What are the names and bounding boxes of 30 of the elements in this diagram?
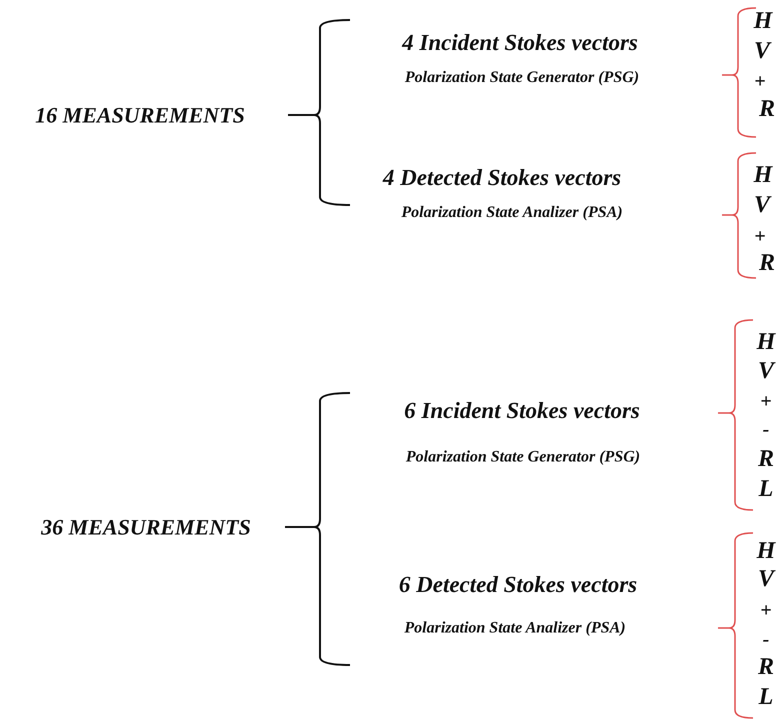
state-label: R xyxy=(759,96,775,124)
heading-text: 36 MEASUREMENTS xyxy=(41,514,251,540)
state-label: V xyxy=(754,192,770,220)
heading-text: 16 MEASUREMENTS xyxy=(35,102,245,128)
state-label: V xyxy=(758,358,774,386)
state-label: R xyxy=(758,654,774,682)
state-label: + xyxy=(760,600,772,622)
state-label: H xyxy=(756,329,776,357)
state-label: + xyxy=(760,390,772,414)
state-label: + xyxy=(754,226,766,248)
state-label: L xyxy=(758,476,774,504)
heading-text: 6 Incident Stokes vectors xyxy=(404,398,640,424)
state-label: R xyxy=(758,446,774,474)
state-label: V xyxy=(754,38,770,66)
heading-text: 6 Detected Stokes vectors xyxy=(398,572,638,598)
state-label: V xyxy=(758,566,774,594)
state-label: H xyxy=(756,538,776,566)
state-label: + xyxy=(754,70,766,94)
state-label: R xyxy=(759,250,775,278)
subheading-text: Polarization State Analizer (PSA) xyxy=(400,203,624,223)
state-label: - xyxy=(762,418,770,442)
subheading-text: Polarization State Analizer (PSA) xyxy=(403,618,627,638)
state-label: H xyxy=(754,162,772,190)
heading-text: 4 Incident Stokes vectors xyxy=(402,30,638,56)
subheading-text: Polarization State Generator (PSG) xyxy=(404,448,642,468)
state-label: - xyxy=(762,628,770,652)
heading-text: 4 Detected Stokes vectors xyxy=(382,164,622,192)
state-label: L xyxy=(758,684,774,712)
state-label: H xyxy=(754,8,772,36)
subheading-text: Polarization State Generator (PSG) xyxy=(404,68,640,88)
